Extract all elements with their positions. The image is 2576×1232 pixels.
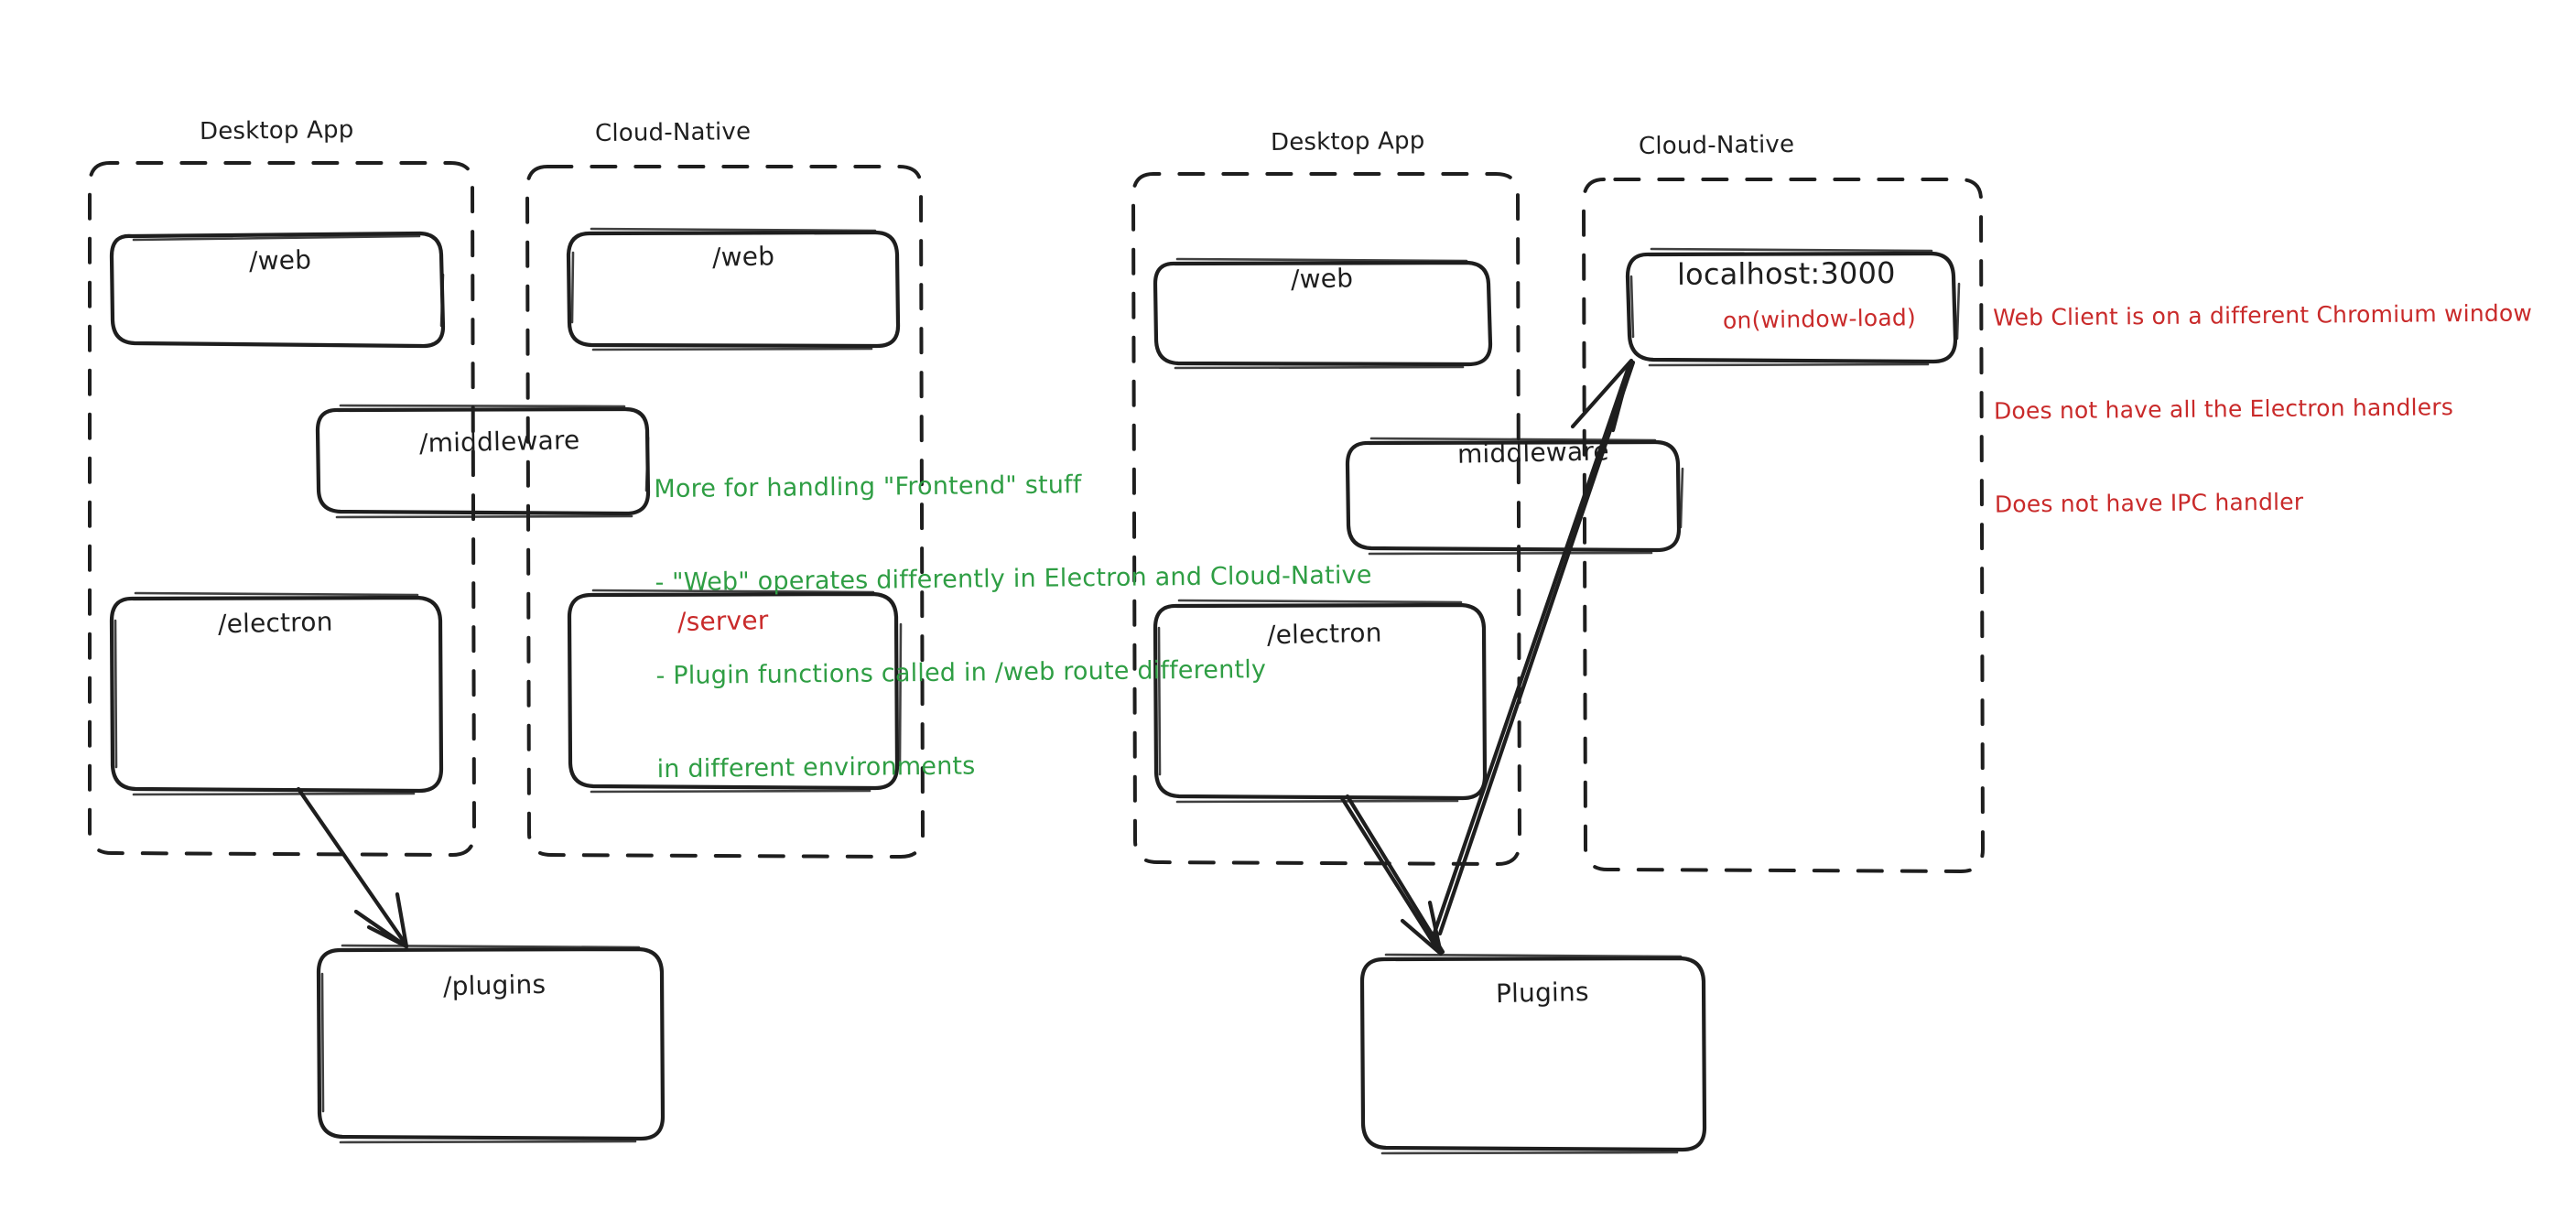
left-web-desktop-outline	[109, 231, 446, 349]
right-localhost-label[interactable]: localhost:3000	[1676, 255, 1896, 292]
right-desktop-group-outline	[1131, 172, 1522, 867]
web-client-note: Web Client is on a different Chromium wi…	[1992, 235, 2534, 582]
right-cloud-group-title: Cloud-Native	[1638, 130, 1795, 161]
web-client-note-line-1: Web Client is on a different Chromium wi…	[1992, 299, 2533, 331]
left-web-cloud-outline	[566, 227, 901, 351]
left-cloud-group-title: Cloud-Native	[594, 117, 752, 148]
frontend-note-line-3: - Plugin functions called in /web route …	[655, 655, 1267, 691]
arrow-right-electron-to-localhost	[1431, 358, 1636, 938]
right-desktop-group-title: Desktop App	[1270, 126, 1425, 157]
web-client-note-line-3: Does not have IPC handler	[1994, 488, 2304, 518]
left-middleware-label[interactable]: /middleware	[418, 425, 580, 459]
right-plugins-label[interactable]: Plugins	[1495, 976, 1590, 1010]
web-client-note-line-2: Does not have all the Electron handlers	[1993, 394, 2454, 425]
left-plugins-outline	[316, 944, 666, 1144]
frontend-note-line-1: More for handling "Frontend" stuff	[654, 470, 1082, 504]
left-server-outline	[567, 589, 903, 794]
left-desktop-group-title: Desktop App	[199, 115, 354, 146]
left-plugins-label[interactable]: /plugins	[442, 968, 547, 1002]
left-cloud-group-outline	[525, 165, 925, 859]
right-electron-outline	[1153, 599, 1488, 804]
right-plugins-outline	[1359, 953, 1707, 1155]
frontend-note-line-2: - "Web" operates differently in Electron…	[655, 560, 1372, 598]
right-web-outline	[1153, 257, 1493, 370]
left-electron-outline	[109, 591, 444, 796]
left-middleware-outline	[315, 404, 651, 519]
right-web-label[interactable]: /web	[1290, 263, 1354, 295]
left-electron-label[interactable]: /electron	[217, 606, 333, 640]
right-electron-label[interactable]: /electron	[1266, 617, 1382, 651]
frontend-note-line-4: in different environments	[656, 751, 976, 784]
left-desktop-group-outline	[88, 161, 477, 858]
arrow-left-electron-to-plugins	[296, 786, 409, 949]
left-web-desktop-label[interactable]: /web	[248, 244, 312, 276]
right-cloud-group-outline	[1581, 178, 1986, 874]
right-middleware-outline	[1345, 437, 1684, 556]
right-middleware-label[interactable]: middleware	[1456, 436, 1610, 470]
right-localhost-sublabel: on(window-load)	[1722, 304, 1917, 334]
right-localhost-outline	[1625, 247, 1961, 367]
left-web-cloud-label[interactable]: /web	[711, 241, 775, 273]
arrow-right-electron-to-plugins	[1339, 794, 1445, 956]
